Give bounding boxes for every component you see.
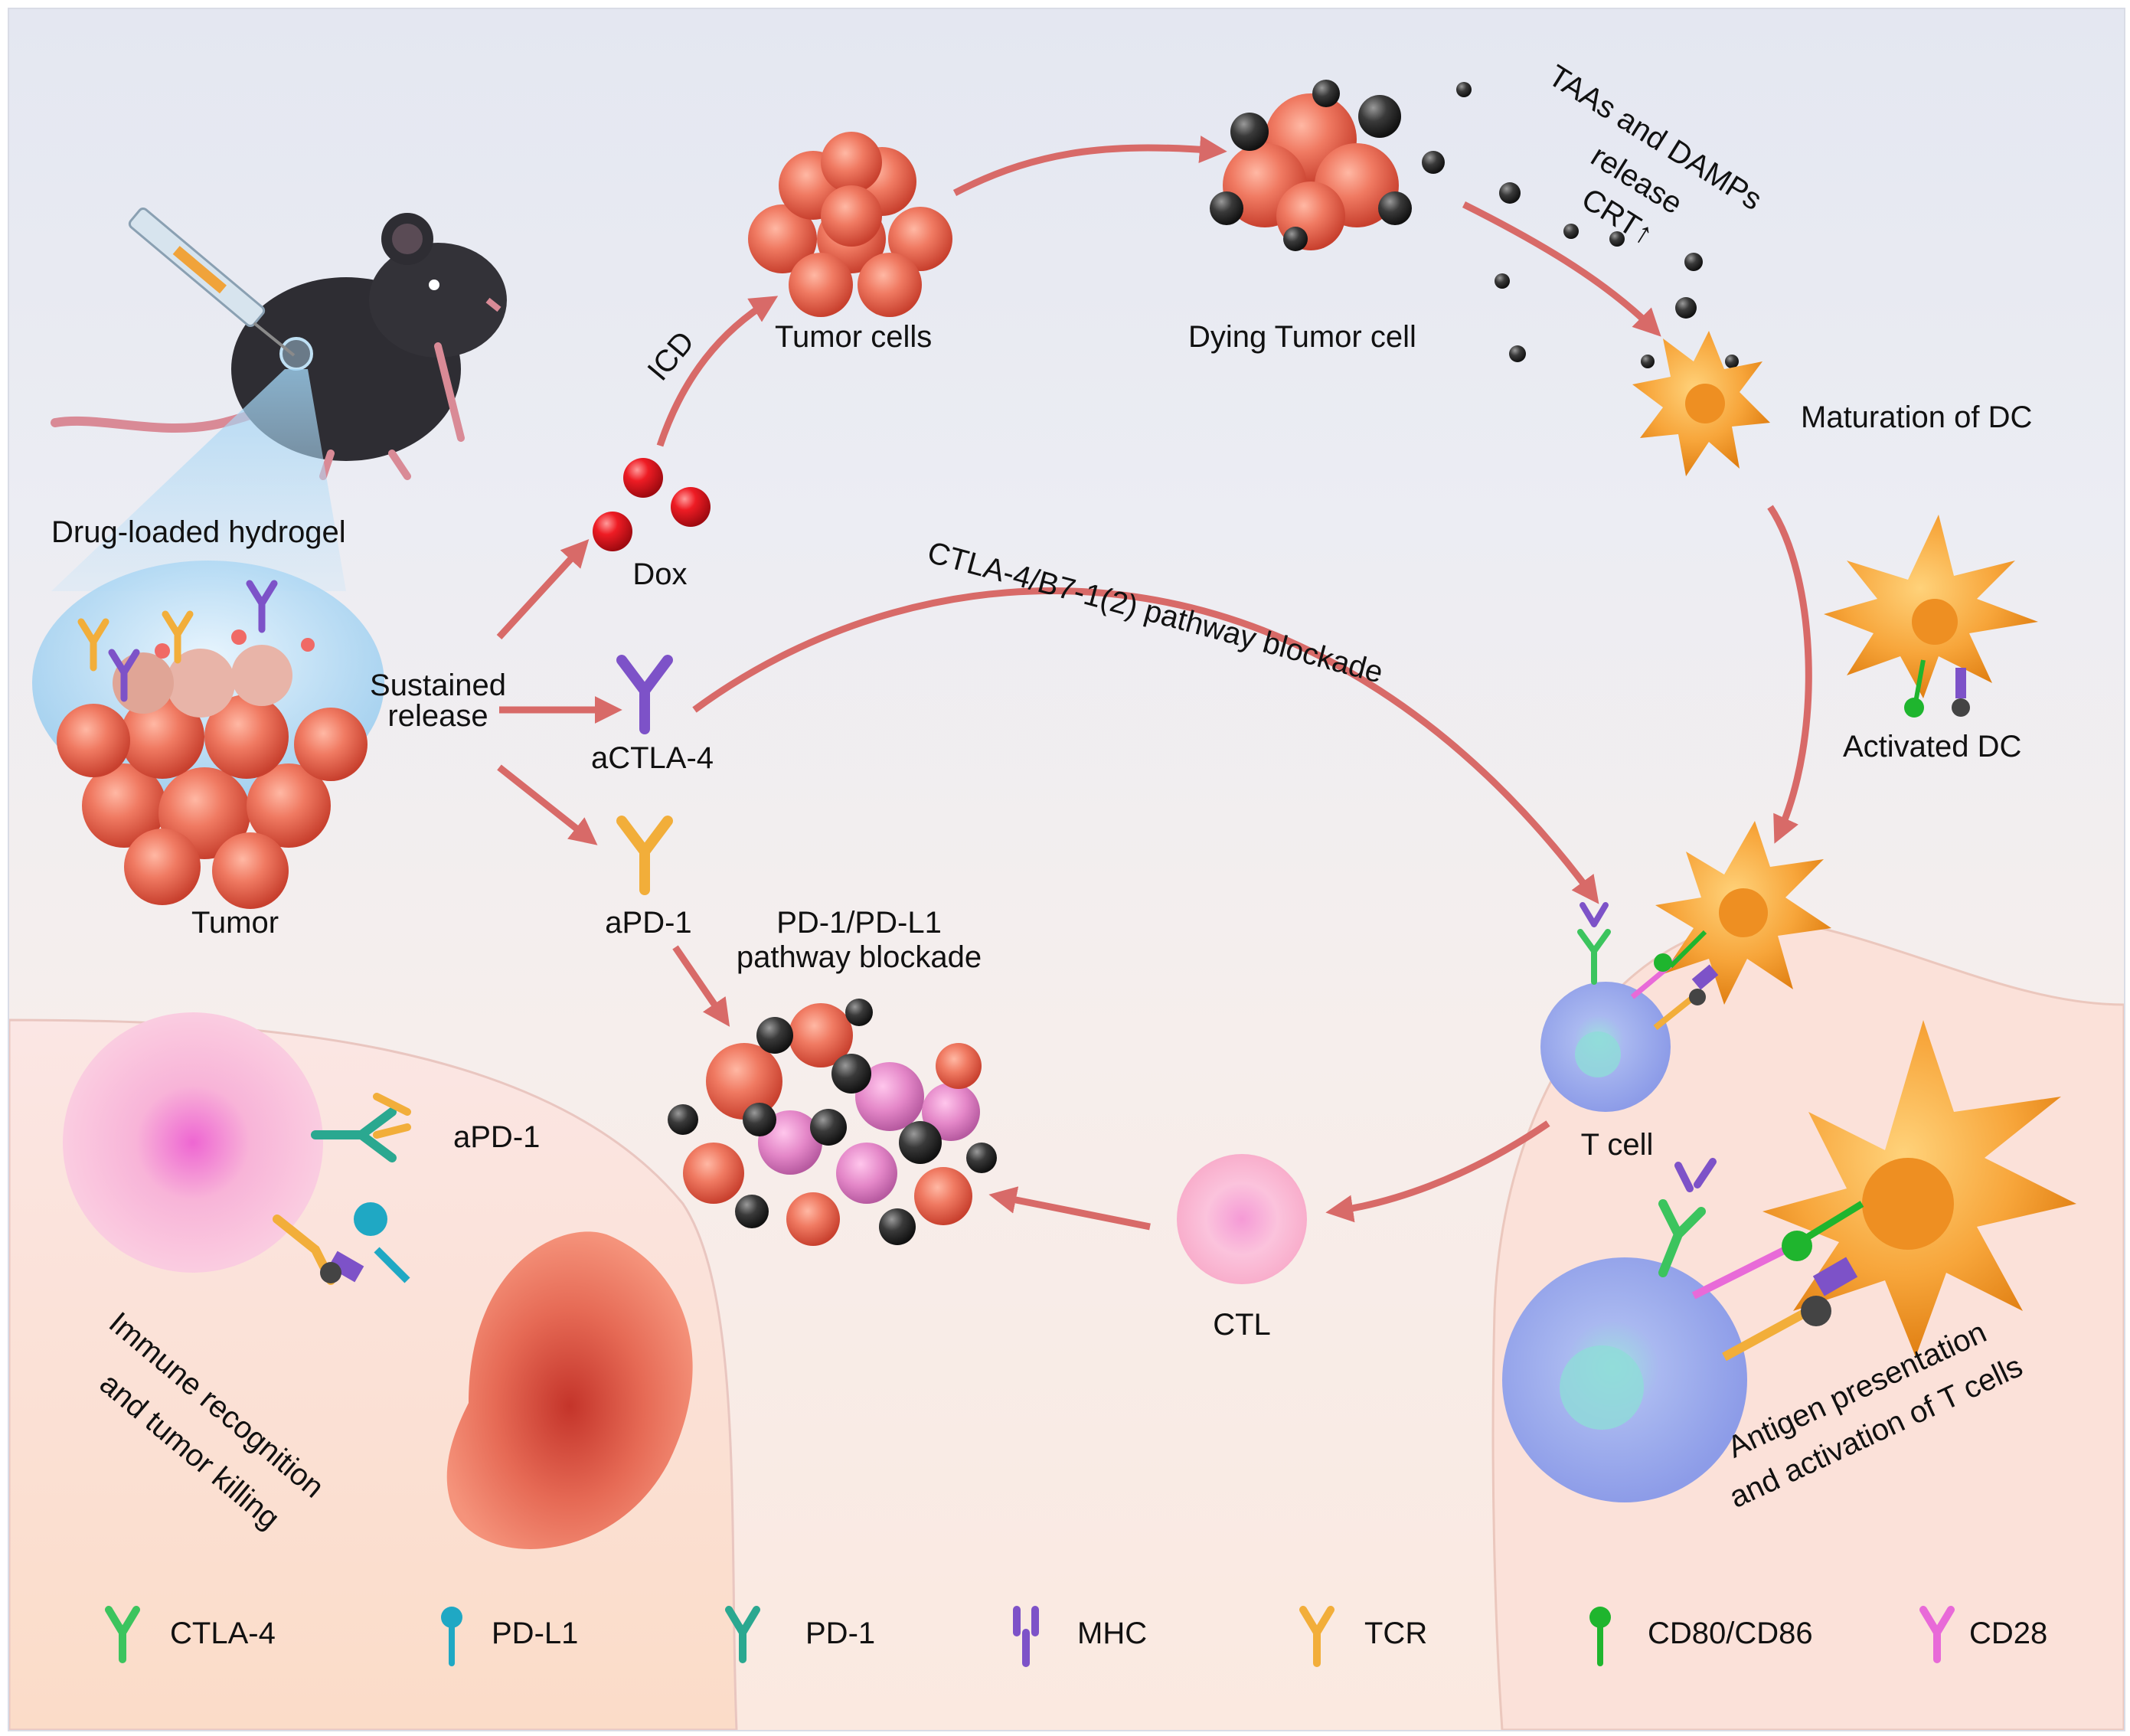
ctl-cell <box>1177 1154 1307 1284</box>
legend-cd80-cd86-label: CD80/CD86 <box>1648 1617 1813 1650</box>
activated-dc <box>1824 515 2038 718</box>
actla4-label: aCTLA-4 <box>590 741 714 775</box>
damp-particles <box>1456 82 1739 368</box>
tumor-cells-label: Tumor cells <box>775 320 933 354</box>
mouse-illustration <box>51 213 507 480</box>
drug-loaded-hydrogel-label: Drug-loaded hydrogel <box>51 515 346 549</box>
dying-tumor-cell-label: Dying Tumor cell <box>1188 320 1416 354</box>
actla4-antibody <box>616 655 673 734</box>
diagram-artwork <box>9 80 2124 1730</box>
legend-pdl1-label: PD-L1 <box>492 1617 579 1650</box>
killed-tumor-cluster <box>668 999 997 1246</box>
maturation-of-dc-label: Maturation of DC <box>1801 400 2033 434</box>
pd1-blockade-label-1: PD-1/PD-L1 <box>776 906 942 940</box>
sustained-release-label-2: release <box>387 699 488 733</box>
maturing-dc <box>1632 331 1770 476</box>
apd1-antibody <box>616 816 673 895</box>
ctl-label: CTL <box>1213 1308 1271 1342</box>
dox-molecules <box>593 458 711 551</box>
apd1-left-label: aPD-1 <box>453 1120 541 1154</box>
apd1-label: aPD-1 <box>605 906 692 940</box>
diagram-canvas: Drug-loaded hydrogel Tumor Sustained rel… <box>8 8 2125 1731</box>
tcell-dc-synapse-small <box>1540 821 1831 1112</box>
tcell-dc-synapse-large <box>1502 1020 2076 1502</box>
t-cell-label: T cell <box>1580 1128 1654 1162</box>
legend-tcr-label: TCR <box>1364 1617 1428 1650</box>
dying-tumor-cell <box>1210 80 1445 251</box>
zoom-cone <box>51 369 346 591</box>
legend-icons <box>105 1606 1955 1667</box>
legend-mhc-label: MHC <box>1077 1617 1148 1650</box>
tumor-label: Tumor <box>191 906 279 940</box>
legend-cd28-label: CD28 <box>1969 1617 2048 1650</box>
immune-recognition-illustration <box>63 1012 693 1549</box>
sustained-release-label-1: Sustained <box>370 669 506 702</box>
syringe-illustration <box>128 207 296 357</box>
dox-label: Dox <box>632 557 688 591</box>
activated-dc-label: Activated DC <box>1843 730 2022 763</box>
legend-pd1-label: PD-1 <box>805 1617 876 1650</box>
tumor-cells-cluster <box>748 132 952 317</box>
legend-ctla4-label: CTLA-4 <box>170 1617 276 1650</box>
pd1-blockade-label-2: pathway blockade <box>736 940 982 974</box>
hydrogel-tumor <box>32 561 384 909</box>
process-arrows <box>496 136 1812 1231</box>
